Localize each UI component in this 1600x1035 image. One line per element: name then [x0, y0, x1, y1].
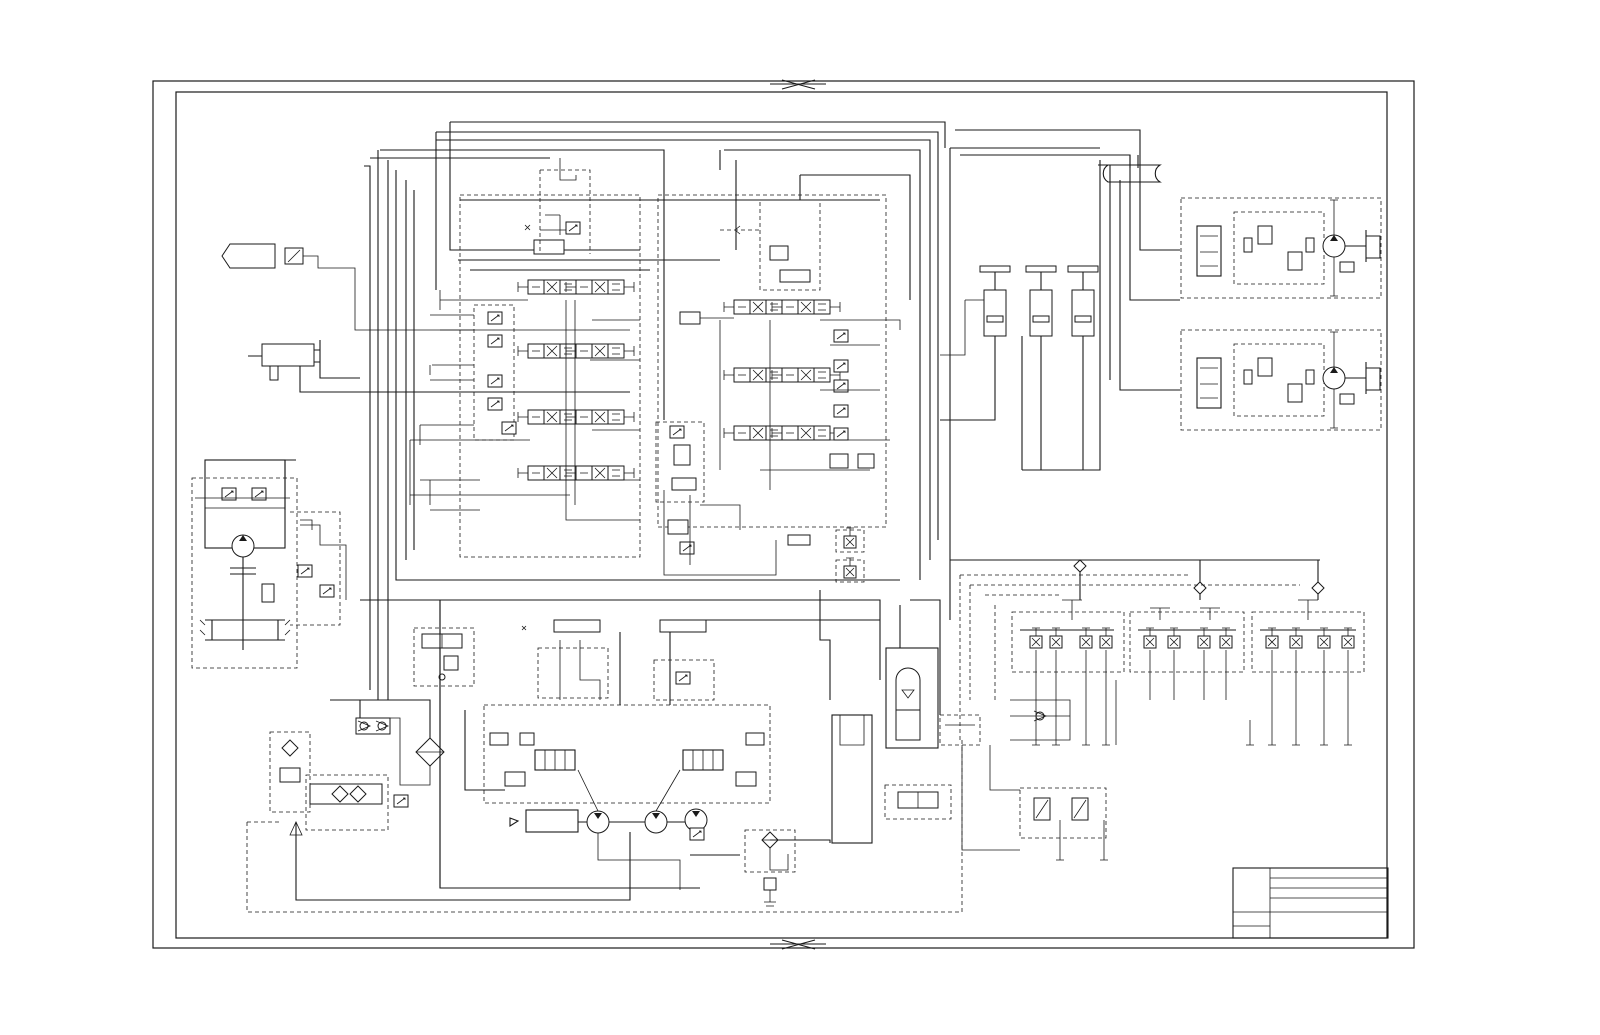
- main-valve-block-right: [657, 194, 901, 528]
- pilot-valve-groups: [950, 559, 1365, 746]
- inner-frame: [175, 91, 1388, 939]
- left-actuators: [221, 243, 630, 393]
- title-block: [1232, 867, 1389, 939]
- bottom-centre-mark: [770, 939, 826, 950]
- solenoid-pair: [1019, 787, 1108, 861]
- accumulator-group: [831, 647, 981, 844]
- connecting-lines: [284, 459, 1020, 888]
- travel-motor-bottom: [1180, 329, 1382, 431]
- main-pipe-bus: [364, 121, 1180, 700]
- top-centre-mark: [770, 79, 826, 90]
- travel-motor-top: [1180, 197, 1382, 299]
- main-valve-block-left: [409, 158, 641, 558]
- outer-border: [152, 80, 1415, 949]
- swing-motor-group: [191, 459, 347, 669]
- centre-pilot-valves: [655, 421, 865, 583]
- filter-cooler-group: [246, 627, 963, 913]
- return-filter-group: [744, 829, 796, 907]
- boom-cylinders: [940, 265, 1100, 471]
